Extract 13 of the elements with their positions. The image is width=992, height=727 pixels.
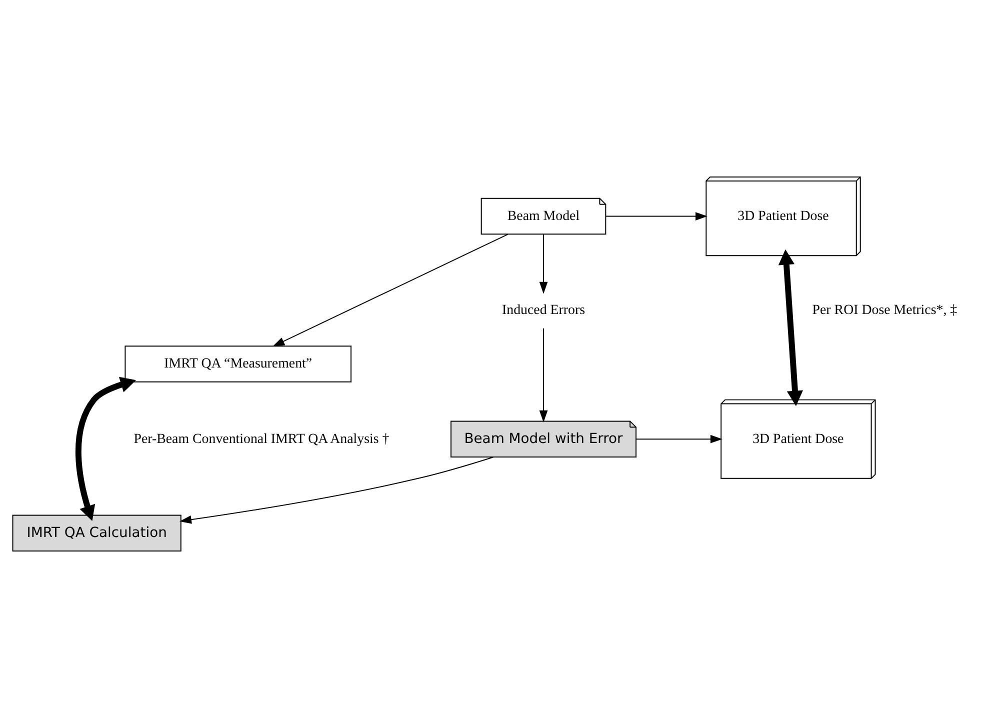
node-box: IMRT QA Calculation	[12, 514, 182, 552]
arrow	[778, 248, 804, 406]
arrow	[180, 456, 494, 524]
arrow	[636, 434, 722, 443]
node-text: Induced Errors	[502, 302, 586, 318]
edge-label: Per ROI Dose Metrics*, ‡	[812, 302, 958, 318]
arrow	[539, 327, 548, 422]
arrow	[539, 234, 548, 294]
arrow	[76, 376, 136, 521]
edge-label: Per-Beam Conventional IMRT QA Analysis †	[134, 431, 390, 446]
node-box: IMRT QA “Measurement”	[124, 345, 352, 382]
arrow	[605, 212, 708, 220]
arrow	[272, 233, 508, 346]
